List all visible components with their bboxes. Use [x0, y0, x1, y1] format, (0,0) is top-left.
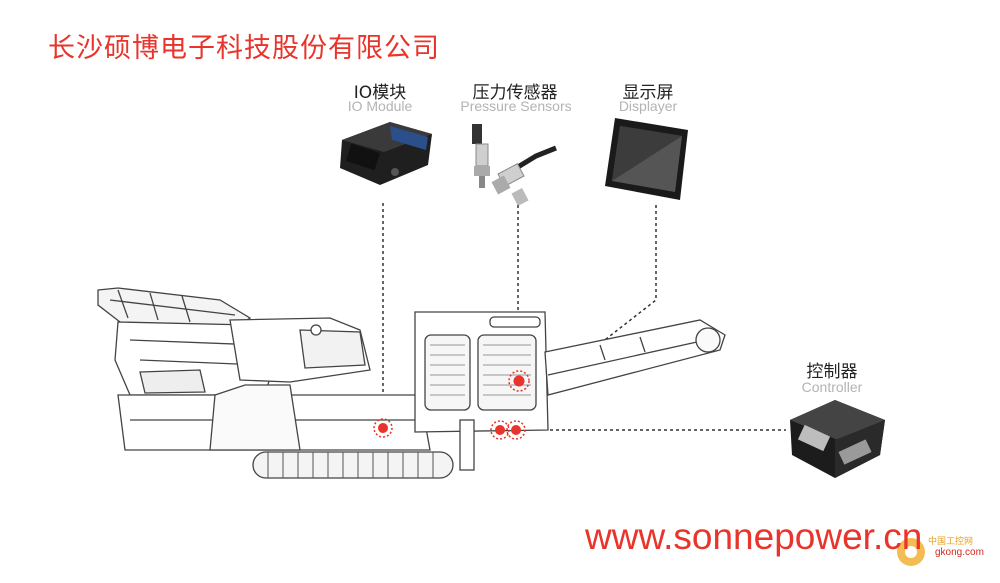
io-module-image [340, 122, 432, 185]
io-module-label-zh: IO模块 [353, 83, 407, 103]
company-name: 长沙硕博电子科技股份有限公司 [48, 33, 440, 64]
crusher-machine [97, 287, 726, 479]
watermark-gear-icon [897, 538, 925, 566]
controller-label-en: Controller [801, 379, 863, 395]
pressure-sensors-label-zh: 压力传感器 [472, 83, 558, 103]
sensor-markers [373, 370, 530, 440]
controller-image [790, 400, 885, 478]
io-module-label-en: IO Module [347, 98, 413, 114]
displayer-label-zh: 显示屏 [622, 83, 674, 103]
website-url: www.sonnepower.cn [585, 516, 923, 557]
display-image [605, 118, 688, 200]
marker-io-module [373, 418, 393, 438]
marker-pressure-sensor-3 [506, 420, 526, 440]
watermark-line1: 中国工控网 [928, 537, 974, 547]
displayer-label-en: Displayer [618, 98, 678, 114]
marker-pressure-sensor-2 [490, 420, 510, 440]
pressure-sensors-image [472, 124, 557, 206]
controller-label-zh: 控制器 [806, 362, 858, 382]
marker-pressure-sensor-1 [508, 370, 530, 392]
pressure-sensors-label-en: Pressure Sensors [460, 98, 572, 114]
watermark-line2: gkong.com [935, 547, 984, 558]
